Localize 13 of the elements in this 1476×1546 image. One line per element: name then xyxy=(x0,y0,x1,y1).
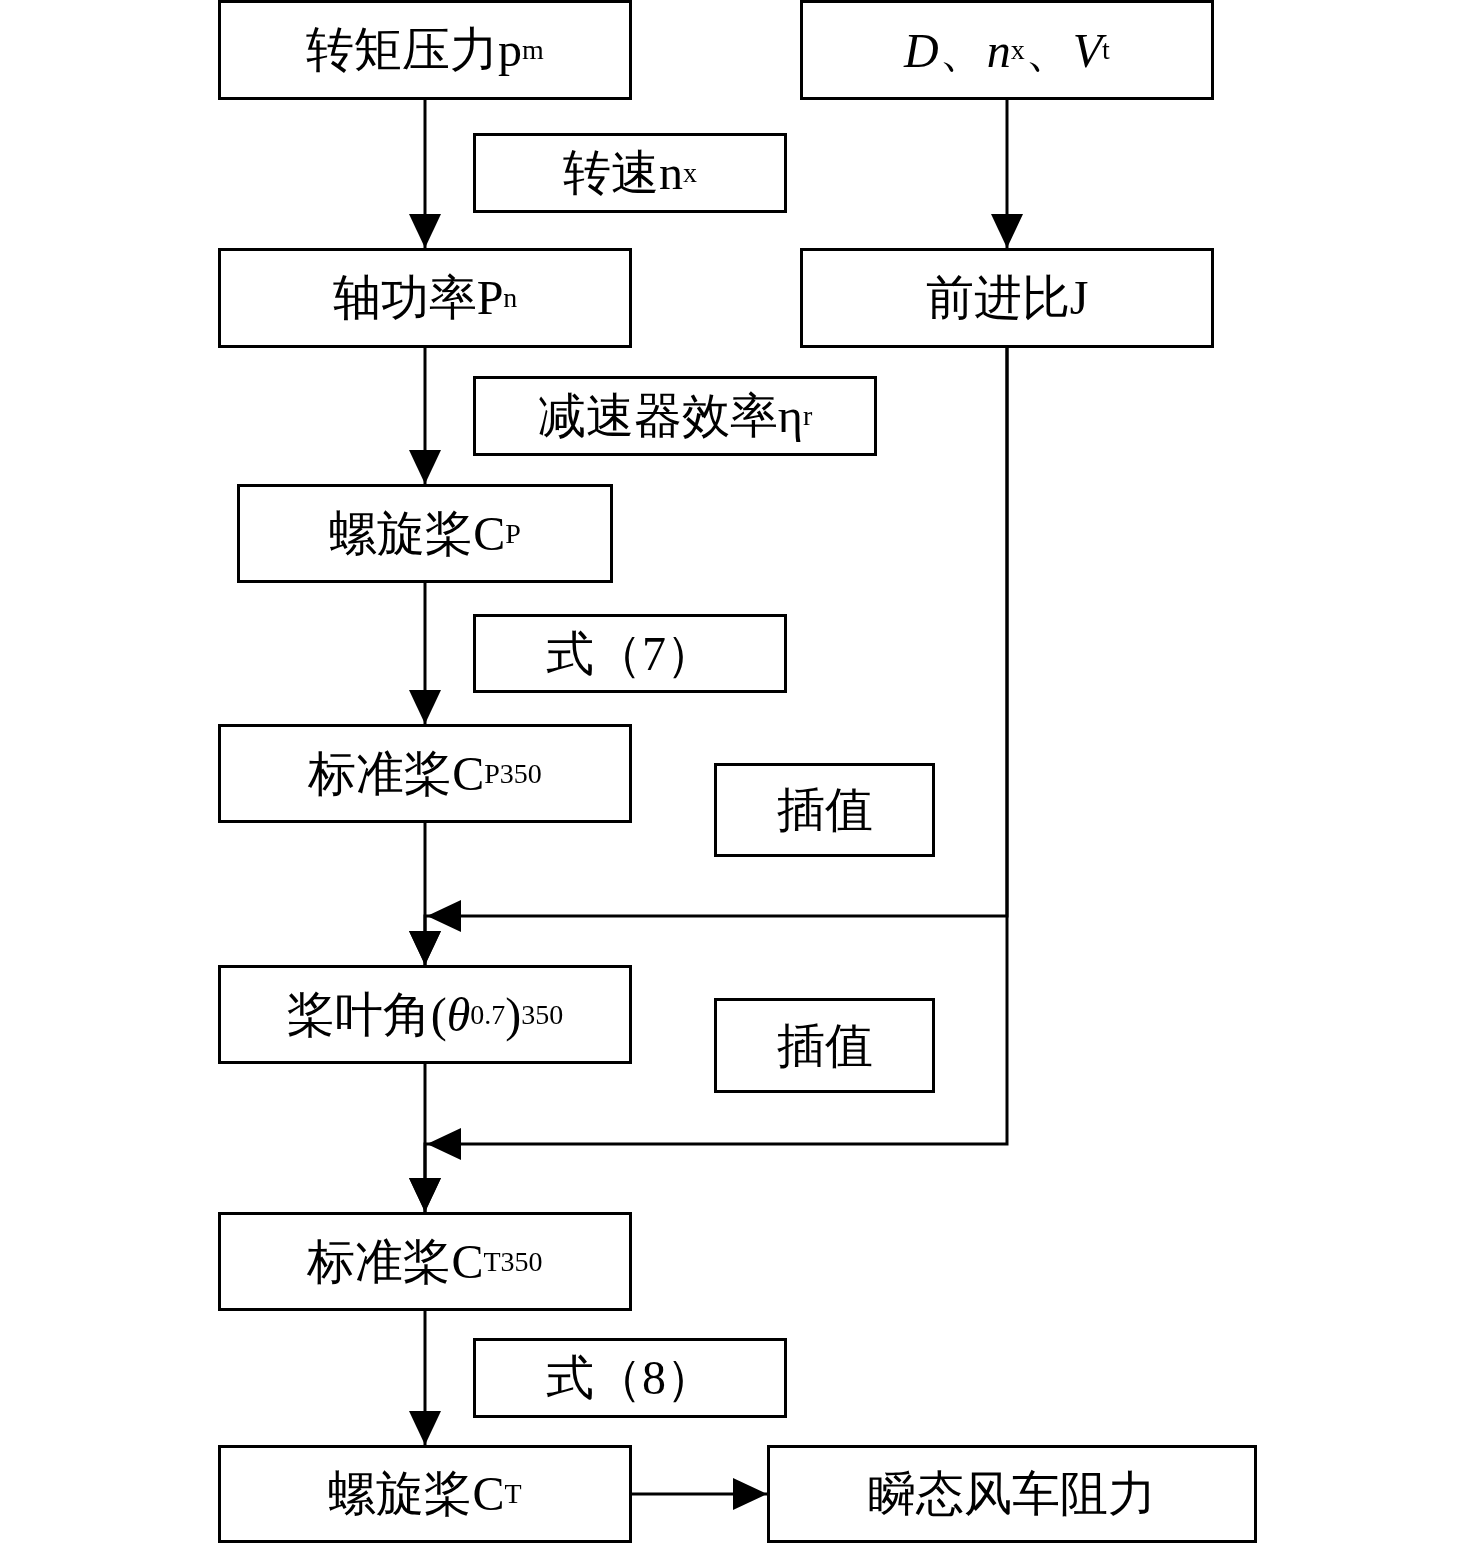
process-box: 前进比J xyxy=(800,248,1214,348)
arrow xyxy=(409,1311,441,1445)
process-box: 瞬态风车阻力 xyxy=(767,1445,1257,1543)
arrow xyxy=(991,100,1023,248)
arrow xyxy=(409,348,1009,1212)
arrow xyxy=(632,1478,767,1510)
arrow xyxy=(409,348,441,484)
arrow xyxy=(409,100,441,248)
note-box: 式（8） xyxy=(473,1338,787,1418)
note-box: 式（7） xyxy=(473,614,787,693)
note-box: 插值 xyxy=(714,998,935,1093)
arrow xyxy=(409,583,441,724)
note-box: 插值 xyxy=(714,763,935,857)
